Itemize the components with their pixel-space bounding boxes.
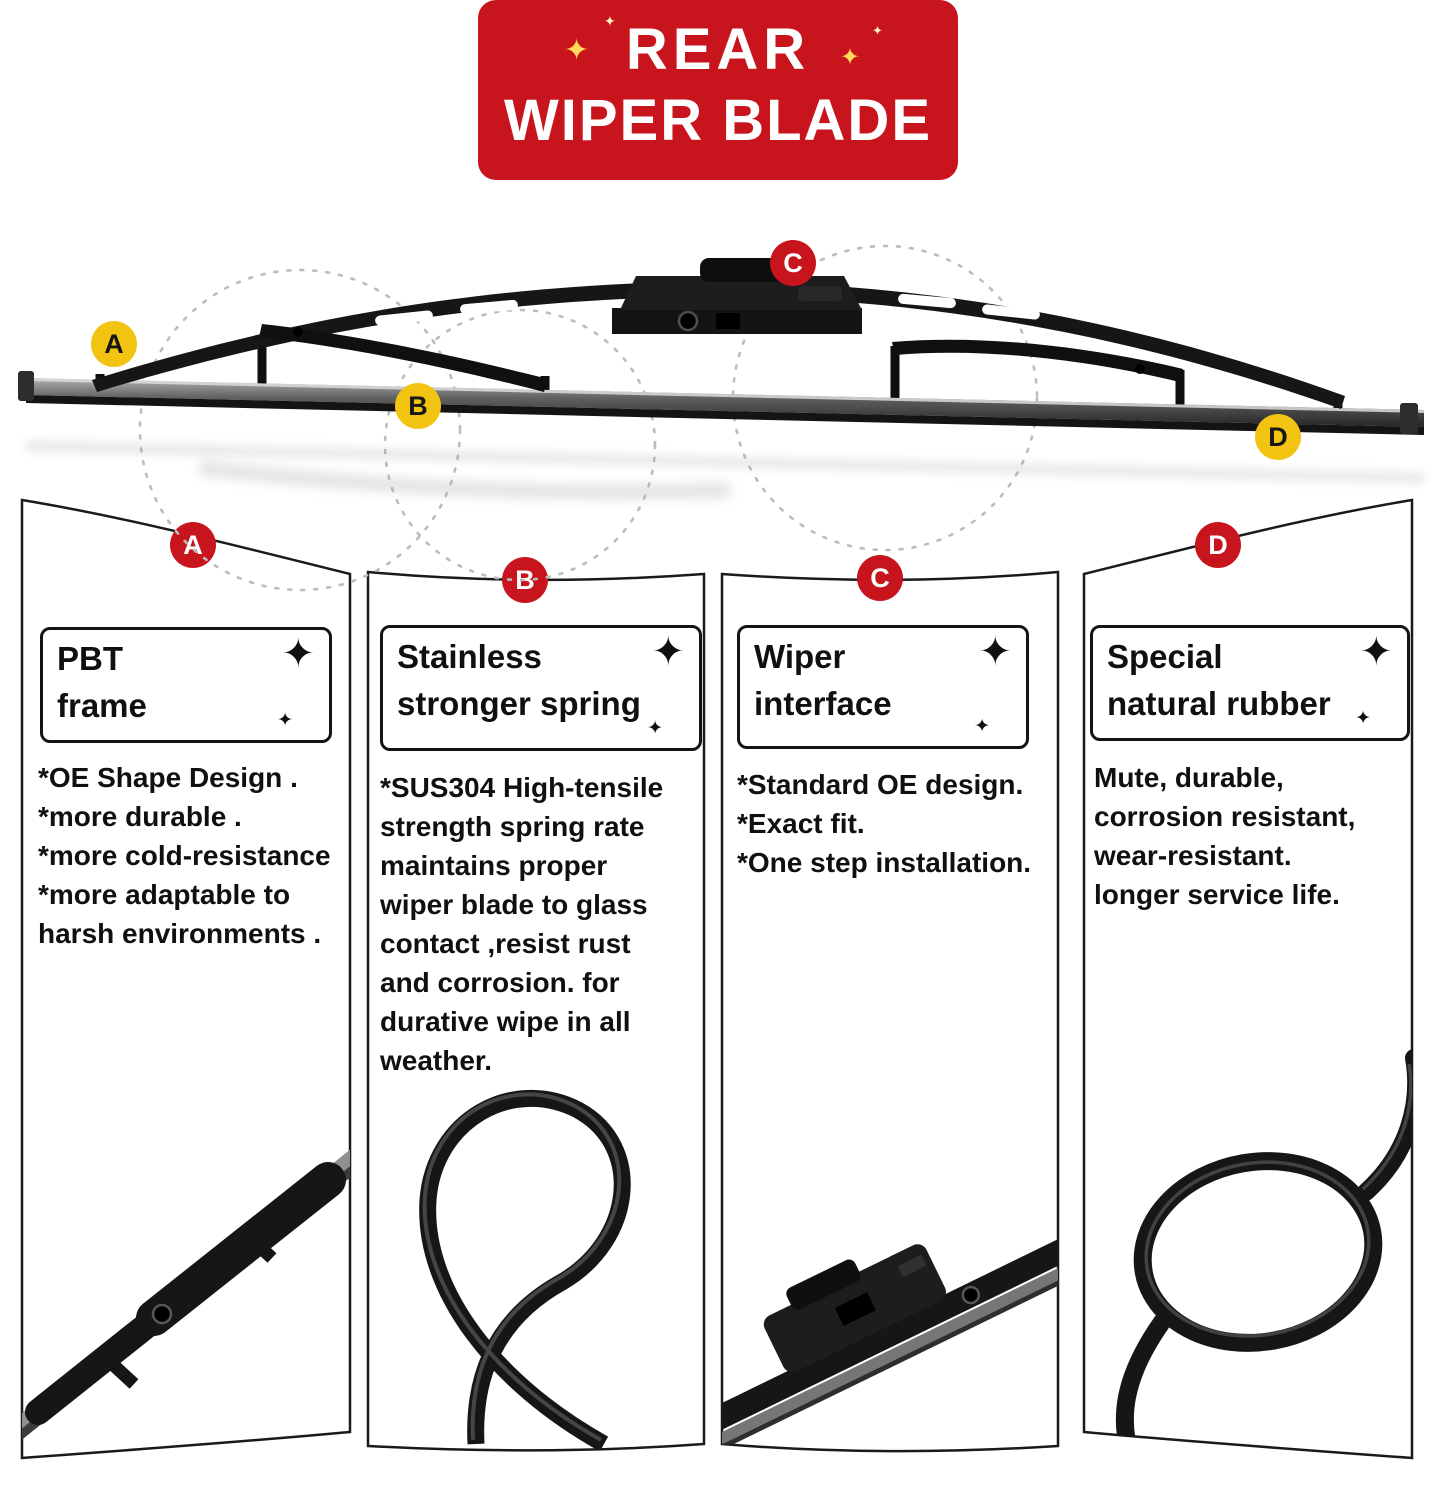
panel-b-body: *SUS304 High-tensile strength spring rat… [380, 772, 664, 1076]
panel-d-body: Mute, durable, corrosion resistant, wear… [1094, 762, 1356, 910]
panel-c-frame [720, 570, 1060, 1453]
wiper-blade-illustration [18, 244, 1424, 592]
blade-frame [92, 281, 1345, 409]
panel-c-badge: C [857, 555, 903, 601]
sparkle-icon: ✦ [281, 632, 315, 676]
dashed-circle-a [138, 268, 462, 592]
panel-d-title: Special natural rubber [1107, 638, 1331, 722]
sparkle-icon: ✦ [840, 44, 861, 71]
blade-callout-a: A [91, 321, 137, 367]
panel-b-title-box: Stainless stronger spring ✦ ✦ [380, 625, 702, 751]
panel-a-title: PBT frame [57, 640, 147, 724]
blade-callout-d: D [1255, 414, 1301, 460]
panel-d-title-box: Special natural rubber ✦ ✦ [1090, 625, 1410, 741]
sparkle-icon: ✦ [647, 718, 663, 739]
panel-a: A PBT frame ✦ ✦ *OE Shape Design . *more… [16, 492, 356, 1467]
panel-d-badge: D [1195, 522, 1241, 568]
blade-adapter [612, 258, 862, 334]
sparkle-icon: ✦ [1359, 630, 1393, 674]
panel-b-frame [366, 570, 706, 1452]
wiper-adapter-photo [722, 1221, 1058, 1452]
panel-a-body: *OE Shape Design . *more durable . *more… [38, 762, 331, 949]
sparkle-icon: ✦ [277, 710, 293, 731]
sparkle-icon: ✦ [604, 13, 616, 29]
spring-loop-photo [419, 1089, 631, 1451]
banner-title-line1: REAR [625, 17, 811, 82]
banner: REAR WIPER BLADE ✦ ✦ ✦ ✦ [478, 0, 958, 180]
panel-c-title-box: Wiper interface ✦ ✦ [737, 625, 1029, 749]
panel-b-title: Stainless stronger spring [397, 638, 641, 722]
blade-squeegee [18, 371, 1424, 435]
panel-c-outline [720, 570, 1060, 1453]
dashed-circle-c [731, 244, 1039, 552]
panel-a-badge: A [170, 522, 216, 568]
sparkle-icon: ✦ [974, 716, 990, 737]
blade-callout-c: C [770, 240, 816, 286]
rubber-coil-photo [1115, 1049, 1412, 1458]
sparkle-icon: ✦ [978, 630, 1012, 674]
sparkle-icon: ✦ [872, 23, 883, 38]
blade-callout-b: B [395, 383, 441, 429]
panel-b: B Stainless stronger spring ✦ ✦ *SUS304 … [366, 557, 706, 1499]
banner-title-line2: WIPER BLADE [504, 88, 932, 153]
panel-c: C Wiper interface ✦ ✦ *Standard OE desig… [720, 555, 1060, 1499]
panel-a-title-box: PBT frame ✦ ✦ [40, 627, 332, 743]
sparkle-icon: ✦ [1355, 708, 1371, 729]
sparkle-icon: ✦ [651, 630, 685, 674]
sparkle-icon: ✦ [564, 34, 590, 67]
panel-c-title: Wiper interface [754, 638, 892, 722]
wiper-tip-photo [22, 1148, 350, 1458]
panel-d: D Special natural rubber ✦ ✦ Mute, durab… [1078, 492, 1418, 1467]
panel-c-body: *Standard OE design. *Exact fit. *One st… [737, 769, 1032, 878]
dashed-circle-b [383, 308, 657, 582]
blade-reflection [26, 442, 1424, 500]
